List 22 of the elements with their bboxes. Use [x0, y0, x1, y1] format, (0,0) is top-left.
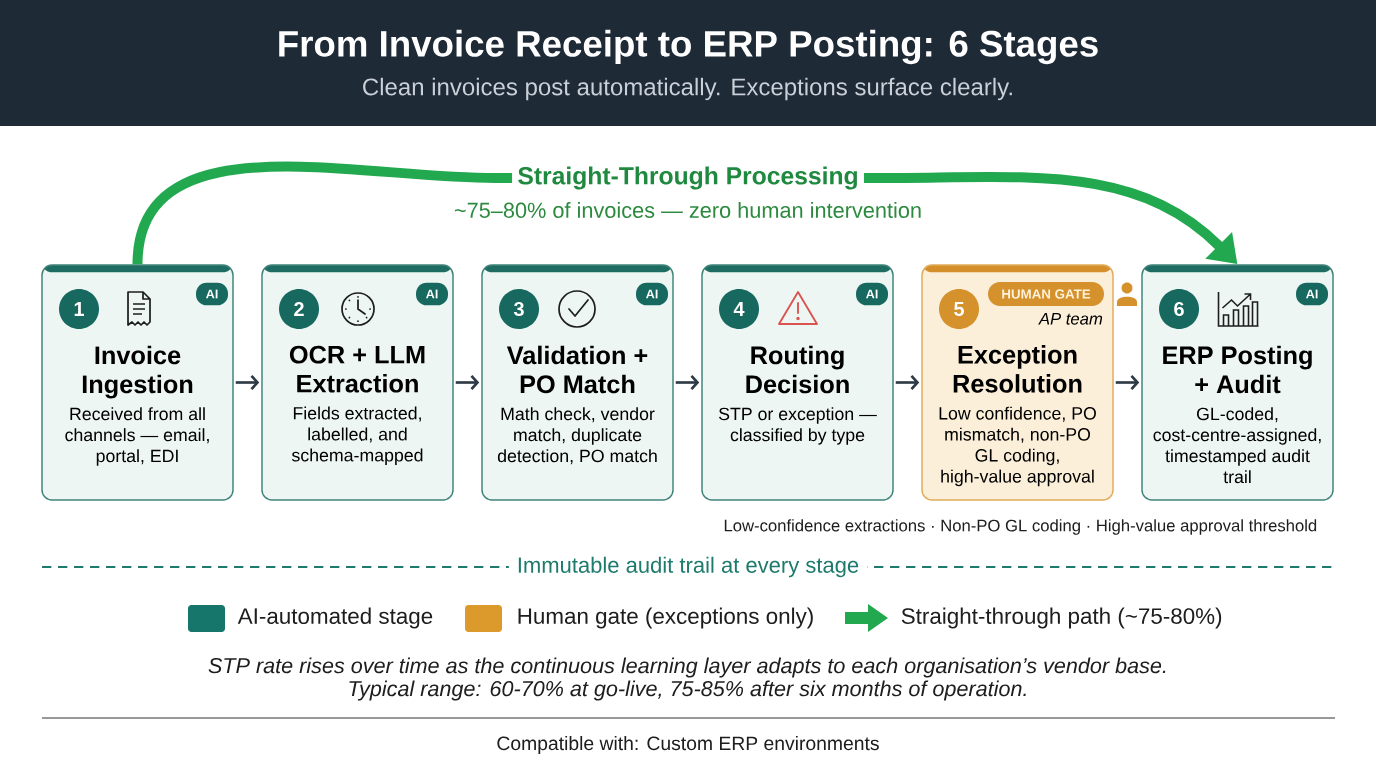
- arrow: [235, 374, 260, 391]
- arrow: [895, 374, 920, 391]
- arrow: [1115, 374, 1140, 391]
- divider-label: Immutable audit trail at every stage: [508, 552, 868, 582]
- legend-text: Human gate (exceptions only): [518, 607, 813, 629]
- arrow: [455, 374, 480, 391]
- gate-badge: HUMAN GATE: [988, 282, 1104, 306]
- footer-note: Compatible with: Custom ERP environments: [497, 736, 879, 754]
- path-note: ~75–80% of invoices — zero human intervention: [454, 202, 921, 218]
- footnote: STP rate rises over time as the continuous learning layer adapts to each organisation’s vendor base. Typical range: 60-70% at go-live, 75-85% after six months of operation.: [208, 657, 1166, 701]
- subtitle: Clean invoices post automatically. Exceptions surface clearly.: [363, 77, 1012, 101]
- ai-badge: AI: [1296, 282, 1328, 306]
- note: Low-confidence extractions · Non-PO GL coding · High-value approval threshold: [724, 519, 1317, 535]
- ai-badge: AI: [636, 282, 668, 306]
- ai-badge: AI: [856, 282, 888, 306]
- legend-text: Straight-through path (~75-80%): [901, 607, 1222, 629]
- title: From Invoice Receipt to ERP Posting: 6 Stages: [279, 29, 1098, 65]
- edge-label: Straight-Through Processing: [512, 161, 864, 195]
- ai-badge: AI: [196, 282, 228, 306]
- legend-text: AI-automated stage: [237, 607, 433, 629]
- ai-badge: AI: [416, 282, 448, 306]
- arrow: [675, 374, 700, 391]
